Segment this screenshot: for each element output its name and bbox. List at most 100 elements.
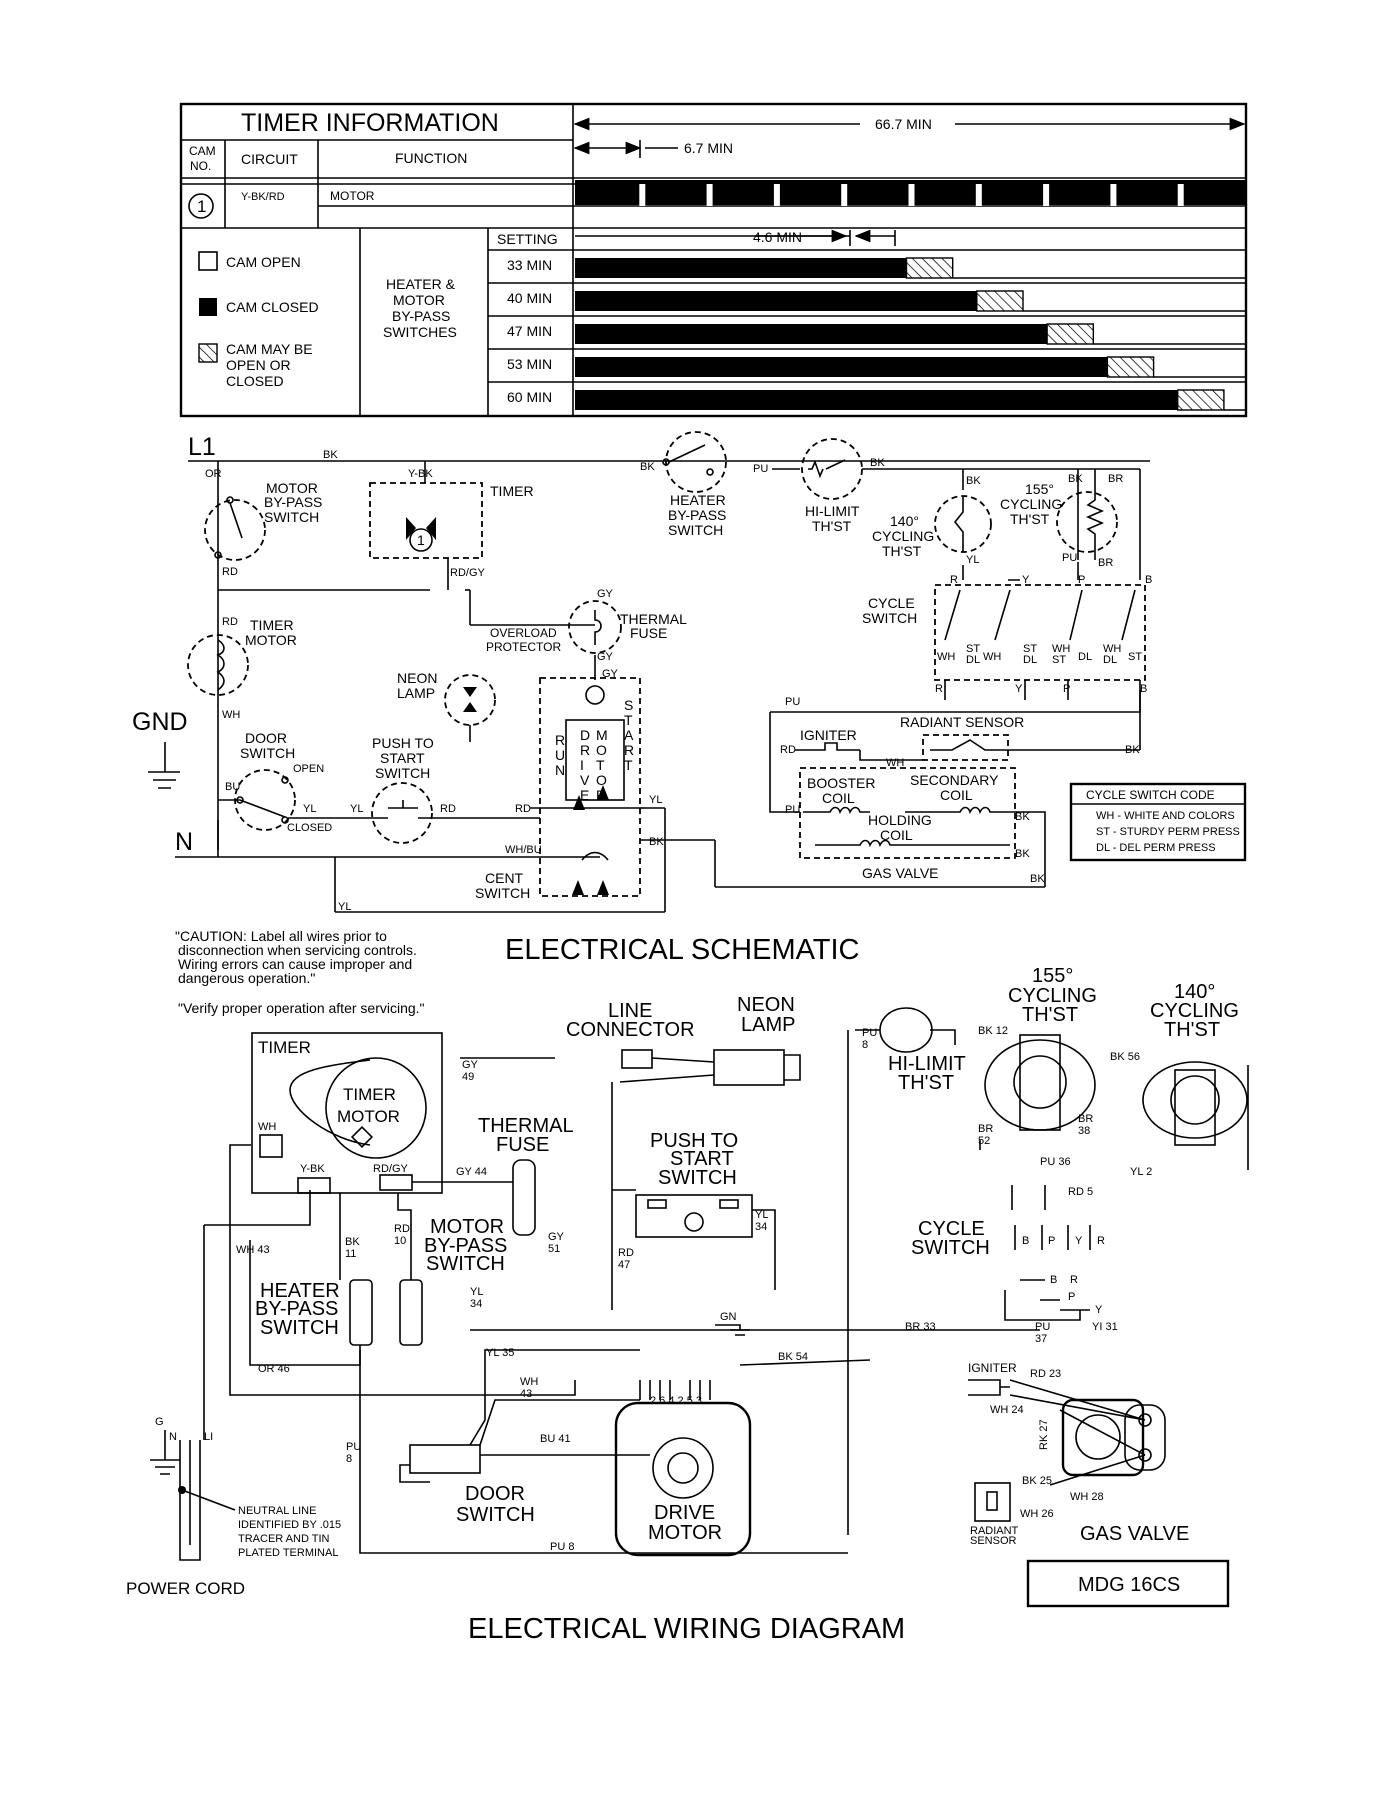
wd-drive-pins: 2 6 4 2 5 3 — [650, 1395, 702, 1407]
wd-radiant-sensor — [974, 1482, 1011, 1522]
cam-one: 1 — [417, 532, 425, 548]
wd-bk11b: 11 — [345, 1248, 356, 1260]
wd-neutral-2: IDENTIFIED BY .015 — [238, 1519, 341, 1531]
wd-cs-p2: P — [1068, 1291, 1075, 1303]
motor-cam-gap — [908, 184, 915, 206]
wd-gy49a: GY — [462, 1059, 479, 1071]
door-open: OPEN — [293, 763, 324, 775]
electrical-schematic: L1 BK OR MOTOR BY-PASS SWITCH RD Y-BK TI… — [132, 431, 1247, 1016]
wiring-title: ELECTRICAL WIRING DIAGRAM — [468, 1613, 905, 1645]
code-line-3: DL - DEL PERM PRESS — [1096, 842, 1216, 854]
cent-l1: CENT — [485, 870, 524, 886]
wd-line-connector — [621, 1049, 653, 1069]
setting-closed-bar — [575, 258, 907, 278]
wd-wh24: WH 24 — [990, 1404, 1024, 1416]
wd-rd23: RD 23 — [1030, 1368, 1061, 1380]
wire-wh-tm: WH — [222, 709, 240, 721]
wd-bk12: BK 12 — [978, 1025, 1008, 1037]
motor-cam-gap — [1177, 184, 1184, 206]
wd-neon-lamp — [713, 1049, 785, 1086]
wire-bk-top: BK — [323, 449, 338, 461]
heater-bypass-l1: HEATER — [670, 492, 726, 508]
door-l1: DOOR — [245, 730, 287, 746]
cyc155-l3: TH'ST — [1010, 511, 1050, 527]
wd-hb-l1: HEATER — [260, 1280, 340, 1302]
cam-1-label: 1 — [197, 197, 206, 216]
wd-tf-l1: THERMAL — [478, 1115, 574, 1137]
cs-st4: ST — [1128, 651, 1142, 663]
wd-hl-l2: TH'ST — [898, 1072, 954, 1094]
model-number: MDG 16CS — [1078, 1574, 1180, 1596]
wd-drive-l1: DRIVE — [654, 1502, 715, 1524]
wire-pu-gv2: PU — [785, 804, 800, 816]
overload-l2: PROTECTOR — [486, 640, 561, 654]
wd-gas-valve — [1061, 1398, 1145, 1477]
wd-bk11a: BK — [345, 1236, 360, 1248]
drive-r: R — [580, 742, 590, 758]
wd-push-l2: START — [670, 1148, 734, 1170]
cs-st2: ST — [1023, 643, 1037, 655]
wd-rdgy: RD/GY — [373, 1163, 409, 1175]
wd-br52a: BR — [978, 1123, 993, 1135]
wd-br33: BR 33 — [905, 1321, 936, 1333]
timer-motor-l2: MOTOR — [245, 632, 297, 648]
wd-rk27: RK 27 — [1038, 1419, 1050, 1450]
cam-no-header: CAM — [189, 144, 216, 158]
cs-p-bot: P — [1063, 683, 1070, 695]
wd-push-switch — [635, 1194, 753, 1238]
verify: "Verify proper operation after servicing… — [178, 1000, 425, 1016]
wd-c155-l3: TH'ST — [1022, 1004, 1078, 1026]
motor-cam-gap — [773, 184, 780, 206]
wd-ybk: Y-BK — [300, 1163, 325, 1175]
door-switch — [234, 769, 296, 831]
motor-cam-gap — [975, 184, 982, 206]
setting-may-be-bar — [976, 290, 1024, 312]
legend-cam-may-be: CAM MAY BE — [226, 341, 313, 357]
thermal-fuse-l2: FUSE — [630, 625, 667, 641]
wd-wh43a: WH — [520, 1376, 538, 1388]
booster-l2: COIL — [822, 790, 855, 806]
wd-gas-valve-label: GAS VALVE — [1080, 1523, 1189, 1545]
legend-cam-closed: CAM CLOSED — [226, 299, 319, 315]
wd-cs-l2: SWITCH — [911, 1237, 990, 1259]
wd-yl34a: YL — [755, 1209, 768, 1221]
wd-neutral-1: NEUTRAL LINE — [238, 1505, 316, 1517]
wd-pu8c: PU — [346, 1441, 361, 1453]
cs-p-top: P — [1078, 574, 1085, 586]
wd-drive-l2: MOTOR — [648, 1522, 722, 1544]
wd-yl34c: YL — [470, 1286, 483, 1298]
motor-cam-gap — [706, 184, 713, 206]
wd-wh43: WH 43 — [236, 1244, 270, 1256]
wd-bu41: BU 41 — [540, 1433, 571, 1445]
wd-motor-bypass — [399, 1279, 423, 1346]
motor-cam-gaps — [639, 184, 1184, 206]
wd-heater-bypass — [349, 1279, 373, 1346]
cycle-switch-box — [934, 584, 1146, 681]
wd-rd5: RD 5 — [1068, 1186, 1093, 1198]
wd-yl35: YL 35 — [486, 1347, 514, 1359]
secondary-l2: COIL — [940, 787, 973, 803]
motor-cam-gap — [1043, 184, 1050, 206]
wire-wh-gv: WH — [886, 757, 904, 769]
caution-3: Wiring errors can cause improper and — [178, 956, 412, 972]
cs-b-bot: B — [1140, 683, 1147, 695]
motor-bypass-l3: SWITCH — [264, 509, 319, 525]
cs-wh3: WH — [1052, 643, 1070, 655]
wd-c140-l2: CYCLING — [1150, 1000, 1239, 1022]
wd-br38a: BR — [1078, 1113, 1093, 1125]
setting-closed-bar — [575, 324, 1048, 344]
wire-ybk: Y-BK — [408, 468, 433, 480]
cyc155-l2: CYCLING — [1000, 496, 1062, 512]
drive-dm: D — [580, 727, 590, 743]
wd-line-conn-l1: LINE — [608, 1000, 652, 1022]
cs-wh2: WH — [983, 651, 1001, 663]
circuit-header: CIRCUIT — [241, 151, 298, 167]
cyc155-l1: 155° — [1025, 481, 1054, 497]
gas-valve-label: GAS VALVE — [862, 865, 939, 881]
wd-cs-b2: B — [1050, 1274, 1057, 1286]
gnd-label: GND — [132, 708, 188, 736]
drive-t: T — [596, 757, 605, 773]
wd-mb-l1: MOTOR — [430, 1216, 504, 1238]
wd-hl-l1: HI-LIMIT — [888, 1053, 966, 1075]
total-time: 66.7 MIN — [875, 116, 932, 132]
